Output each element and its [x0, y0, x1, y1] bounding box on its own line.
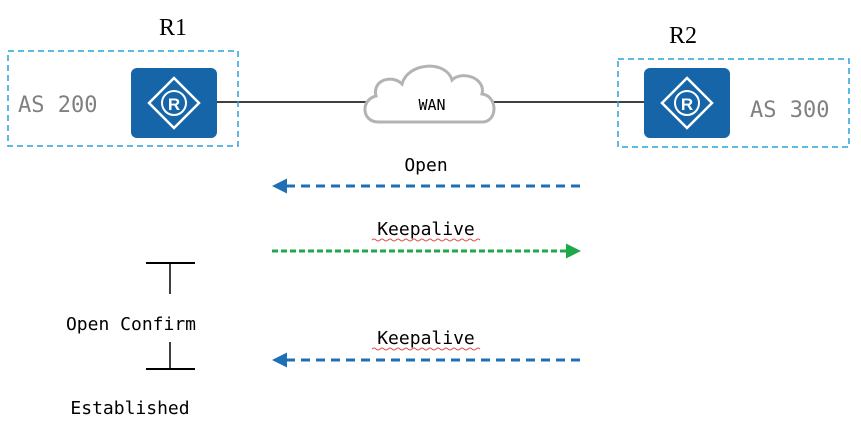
wan-cloud-icon: WAN [363, 64, 496, 124]
as200-label: AS 200 [18, 93, 97, 118]
as200-box [7, 50, 239, 147]
as300-box [617, 58, 850, 148]
open-message: Open [272, 155, 580, 194]
keepalive-in-label: Keepalive [377, 328, 475, 349]
r2-label: R2 [669, 23, 697, 49]
keepalive-out-label: Keepalive [377, 219, 475, 240]
svg-text:R: R [168, 95, 180, 114]
r1-group: R1 AS 200 R [7, 15, 239, 147]
open-label: Open [404, 155, 447, 176]
r2-group: R2 R AS 300 [617, 23, 850, 148]
svg-text:R: R [681, 95, 693, 114]
router-r-diamond-icon: R [131, 68, 217, 138]
router-r-diamond-icon: R [644, 68, 730, 138]
spellcheck-underline [371, 347, 481, 351]
r1-label: R1 [159, 15, 187, 41]
spellcheck-underline [371, 238, 481, 242]
as300-label: AS 300 [750, 98, 829, 123]
keepalive-in-message: Keepalive [272, 328, 580, 368]
state-marker-top [146, 262, 195, 294]
wan-label: WAN [418, 96, 445, 114]
state-marker-bottom [146, 342, 195, 370]
open-confirm-state-label: Open Confirm [66, 314, 196, 335]
keepalive-out-message: Keepalive [272, 219, 581, 259]
established-state-label: Established [70, 398, 189, 419]
